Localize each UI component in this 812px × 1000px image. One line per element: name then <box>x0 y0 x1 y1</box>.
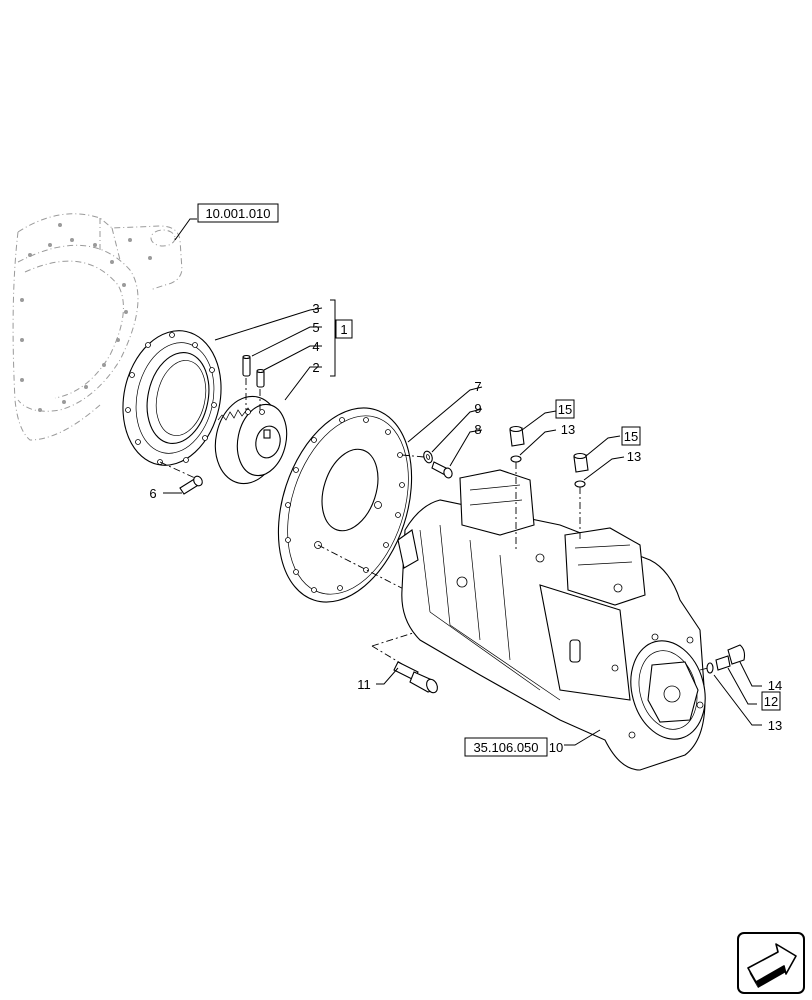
o-ring-13-left <box>510 455 522 463</box>
callout-13-side: 13 <box>768 718 782 733</box>
callout-5: 5 <box>312 320 319 335</box>
washer-9 <box>423 450 433 464</box>
callout-14: 14 <box>768 678 782 693</box>
callout-13-right: 13 <box>627 449 641 464</box>
callout-11: 11 <box>357 677 371 692</box>
next-page-arrow-icon[interactable] <box>737 932 805 994</box>
fitting-12 <box>715 655 731 671</box>
callout-1: 1 <box>340 322 347 337</box>
pin-4 <box>256 368 265 388</box>
callout-6: 6 <box>149 486 156 501</box>
flywheel-housing-ghost <box>12 213 183 441</box>
adapter-plate <box>277 407 413 603</box>
callout-2: 2 <box>312 360 319 375</box>
leader-lines <box>163 218 762 746</box>
bolt-8 <box>431 461 453 479</box>
o-ring-13-side <box>706 662 714 674</box>
fitting-14 <box>727 644 746 665</box>
callout-15-left: 15 <box>558 402 572 417</box>
callout-8: 8 <box>474 422 481 437</box>
coupling-ring-bolt-holes <box>125 332 217 465</box>
callout-10: 10 <box>549 740 563 755</box>
screw-6 <box>179 475 203 495</box>
housing-bolt-holes <box>20 223 152 412</box>
hydraulic-pump <box>397 469 706 771</box>
adapter-plate-bolt-holes <box>285 417 405 593</box>
bolt-11 <box>393 661 438 694</box>
callout-15-right: 15 <box>624 429 638 444</box>
frame-reference-label[interactable]: 10.001.010 <box>205 206 270 221</box>
pump-reference-label[interactable]: 35.106.050 <box>473 740 538 755</box>
pin-5 <box>242 354 251 377</box>
o-ring-13-right <box>574 480 586 488</box>
callout-3: 3 <box>312 301 319 316</box>
splined-hub <box>214 395 288 485</box>
callout-4: 4 <box>312 339 319 354</box>
coupling-ring <box>122 330 222 466</box>
callout-13-left: 13 <box>561 422 575 437</box>
fitting-15-right <box>573 452 589 473</box>
callout-12: 12 <box>764 694 778 709</box>
callout-9: 9 <box>474 401 481 416</box>
callout-7: 7 <box>474 379 481 394</box>
fitting-15-left <box>509 425 525 447</box>
